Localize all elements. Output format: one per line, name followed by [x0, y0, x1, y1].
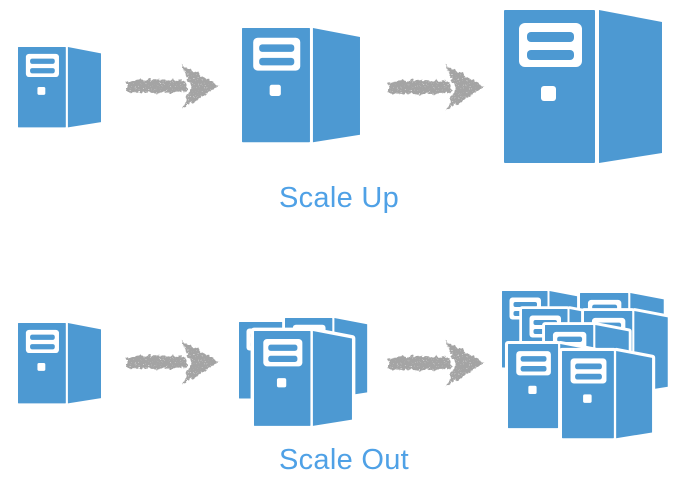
server-medium-icon — [242, 28, 360, 143]
server-cluster-3-icon — [236, 316, 370, 426]
scale-up-label: Scale Up — [278, 182, 400, 214]
arrow-right-icon — [124, 337, 221, 387]
server-large-icon — [504, 10, 662, 163]
server-small-icon — [18, 323, 101, 404]
server-cluster-many-icon — [500, 289, 668, 440]
scale-out-label: Scale Out — [278, 444, 410, 476]
arrow-right-icon — [124, 61, 221, 111]
arrow-right-icon — [386, 337, 486, 389]
arrow-right-icon — [386, 61, 486, 113]
server-small-icon — [18, 47, 101, 128]
